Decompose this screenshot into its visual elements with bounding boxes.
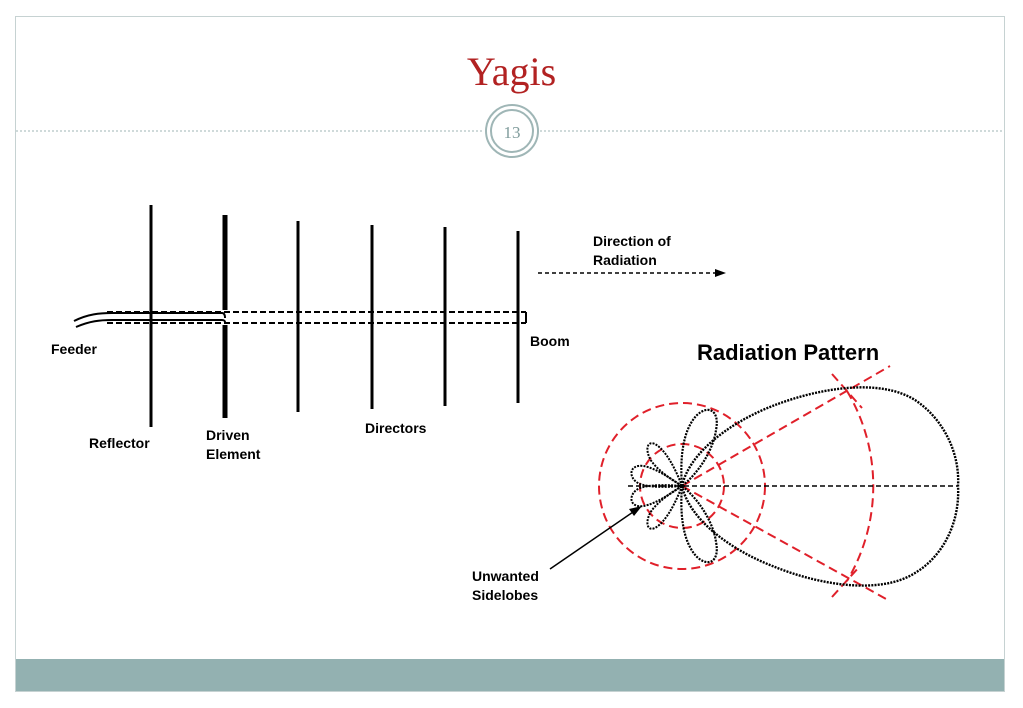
- guide-line-lower: [681, 485, 889, 601]
- main-lobe: [680, 386, 960, 587]
- guide-line-upper: [681, 365, 891, 487]
- direction-arrow: [538, 269, 726, 277]
- slide-frame: [15, 16, 1005, 692]
- side-lobe-upper: [680, 408, 718, 487]
- label-directors: Directors: [365, 420, 427, 436]
- label-sidelobes-line1: Unwanted: [472, 568, 539, 584]
- label-direction-line1: Direction of: [593, 233, 671, 249]
- sidelobes-pointer: [549, 506, 642, 570]
- slide-title: Yagis: [466, 49, 557, 94]
- guide-tick-upper: [831, 373, 863, 409]
- footer-bar: [16, 659, 1004, 691]
- back-lobe-lower: [646, 485, 683, 530]
- side-lobe-lower: [680, 485, 718, 564]
- label-direction-line2: Radiation: [593, 252, 657, 268]
- label-reflector: Reflector: [89, 435, 150, 451]
- guide-arc-beam: [846, 390, 875, 582]
- back-lobe-mid-upper: [630, 464, 683, 488]
- label-boom: Boom: [530, 333, 570, 349]
- back-lobe-mid-lower: [630, 484, 683, 508]
- yagi-antenna: [73, 205, 527, 427]
- page-number: 13: [504, 123, 521, 142]
- label-driven-line1: Driven: [206, 427, 250, 443]
- radiation-pattern: [598, 365, 960, 601]
- label-sidelobes-line2: Sidelobes: [472, 587, 539, 603]
- label-pattern-title: Radiation Pattern: [697, 340, 880, 365]
- pattern-guides: [598, 365, 891, 601]
- back-lobe-upper: [646, 442, 683, 487]
- feeder-line-upper: [73, 312, 226, 322]
- label-driven-line2: Element: [206, 446, 261, 462]
- label-feeder: Feeder: [51, 341, 97, 357]
- feeder-line-lower: [75, 319, 226, 328]
- guide-tick-lower: [831, 565, 861, 598]
- page-number-badge: 13: [485, 104, 539, 158]
